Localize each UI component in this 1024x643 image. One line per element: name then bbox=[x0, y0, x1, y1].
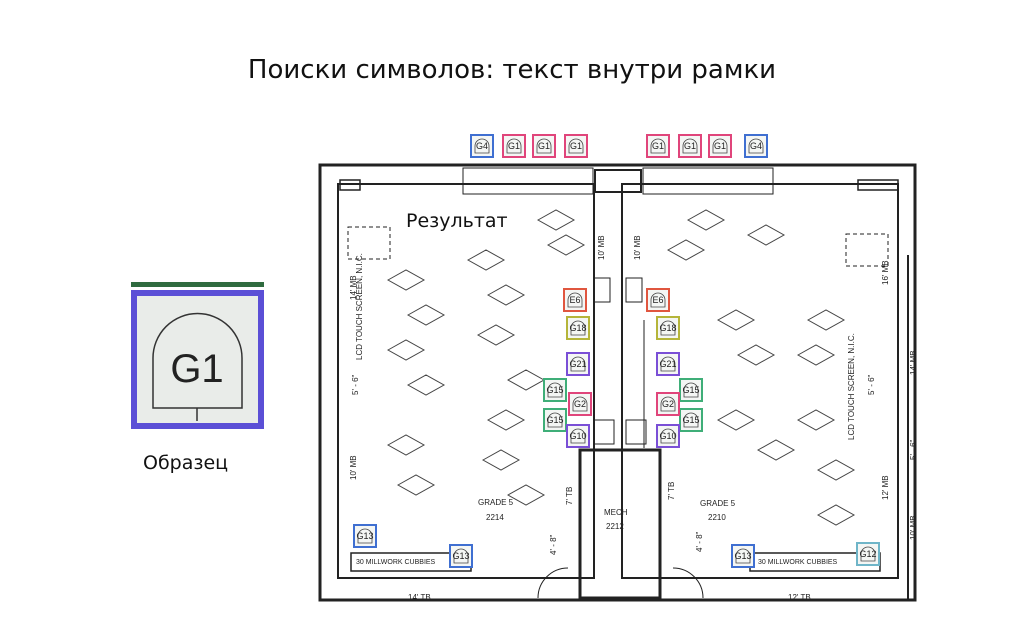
detected-symbol-text: G1 bbox=[537, 141, 550, 151]
detected-symbol-g18: G18 bbox=[566, 316, 590, 340]
dim-4-8-right: 4' - 8" bbox=[695, 531, 704, 552]
room-right-number: 2210 bbox=[708, 513, 726, 522]
mech-room bbox=[578, 448, 662, 600]
detected-symbol-text: G1 bbox=[507, 141, 520, 151]
detected-symbol-g1: G1 bbox=[646, 134, 670, 158]
detected-symbol-e6: E6 bbox=[646, 288, 670, 312]
detected-symbol-text: G1 bbox=[569, 141, 582, 151]
detected-symbol-text: G4 bbox=[475, 141, 488, 151]
detected-symbol-text: G10 bbox=[659, 431, 677, 441]
detected-symbol-text: G2 bbox=[573, 399, 586, 409]
detected-symbol-g18: G18 bbox=[656, 316, 680, 340]
detected-symbol-text: G4 bbox=[749, 141, 762, 151]
detected-symbol-text: G2 bbox=[661, 399, 674, 409]
detected-symbol-text: G21 bbox=[569, 359, 587, 369]
detected-symbol-text: G1 bbox=[651, 141, 664, 151]
detected-symbol-g15: G15 bbox=[679, 378, 703, 402]
room-left-number: 2214 bbox=[486, 513, 504, 522]
detected-symbol-text: G12 bbox=[859, 549, 877, 559]
mb-16-right: 16' MB bbox=[881, 260, 890, 285]
tb-14: 14' TB bbox=[408, 593, 431, 602]
mb-10-right: 10' MB bbox=[633, 235, 642, 260]
detected-symbol-text: G18 bbox=[659, 323, 677, 333]
detected-symbol-g15: G15 bbox=[679, 408, 703, 432]
mb-5-6-far: 5' - 6" bbox=[909, 439, 918, 460]
detected-symbol-text: G15 bbox=[682, 415, 700, 425]
page-title: Поиски символов: текст внутри рамки bbox=[247, 55, 777, 85]
dim-5-6-left: 5' - 6" bbox=[351, 374, 360, 395]
detected-symbol-g15: G15 bbox=[543, 408, 567, 432]
tb-7-left: 7' TB bbox=[565, 487, 574, 505]
detected-symbol-g2: G2 bbox=[568, 392, 592, 416]
mb-10-far: 10' MB bbox=[909, 515, 918, 540]
detected-symbol-g13: G13 bbox=[353, 524, 377, 548]
cubbies-right-label: 30 MILLWORK CUBBIES bbox=[758, 559, 838, 566]
detected-symbol-text: E6 bbox=[569, 295, 581, 305]
tb-7-right: 7' TB bbox=[667, 482, 676, 500]
detected-symbol-g1: G1 bbox=[678, 134, 702, 158]
detected-symbol-text: E6 bbox=[652, 295, 664, 305]
sample-top-bar bbox=[131, 282, 264, 287]
sample-symbol-text: G1 bbox=[170, 347, 223, 391]
lcd-right-label: LCD TOUCH SCREEN, N.I.C. bbox=[847, 333, 856, 440]
detected-symbol-text: G13 bbox=[734, 551, 752, 561]
outer-wall bbox=[318, 163, 917, 602]
detected-symbol-text: G18 bbox=[569, 323, 587, 333]
sample-symbol-shape: G1 bbox=[152, 312, 243, 421]
tb-12: 12' TB bbox=[788, 593, 811, 602]
detected-symbol-text: G15 bbox=[546, 415, 564, 425]
detected-symbol-g21: G21 bbox=[566, 352, 590, 376]
mb-14-left: 14' MB bbox=[349, 275, 358, 300]
detected-symbol-g2: G2 bbox=[656, 392, 680, 416]
detected-symbol-text: G21 bbox=[659, 359, 677, 369]
mb-14-far: 14' MB bbox=[909, 350, 918, 375]
dim-5-6-right: 5' - 6" bbox=[867, 374, 876, 395]
detected-symbol-text: G1 bbox=[713, 141, 726, 151]
room-left-label: GRADE 5 bbox=[478, 498, 514, 507]
mb-10-left: 10' MB bbox=[597, 235, 606, 260]
sample-symbol: G1 bbox=[131, 282, 264, 429]
detected-symbol-g1: G1 bbox=[564, 134, 588, 158]
detected-symbol-e6: E6 bbox=[563, 288, 587, 312]
detected-symbol-g4: G4 bbox=[744, 134, 768, 158]
mech-label: MECH bbox=[604, 508, 628, 517]
sample-frame: G1 bbox=[131, 290, 264, 429]
mb-10-lower-left: 10' MB bbox=[349, 455, 358, 480]
detected-symbol-text: G15 bbox=[682, 385, 700, 395]
dim-4-8-left: 4' - 8" bbox=[549, 534, 558, 555]
result-label: Результат bbox=[404, 210, 510, 232]
mb-12-right: 12' MB bbox=[881, 475, 890, 500]
detected-symbol-text: G13 bbox=[356, 531, 374, 541]
detected-symbol-g1: G1 bbox=[708, 134, 732, 158]
room-right-label: GRADE 5 bbox=[700, 499, 736, 508]
detected-symbol-g1: G1 bbox=[502, 134, 526, 158]
room-right-wall bbox=[621, 183, 899, 579]
detected-symbol-g15: G15 bbox=[543, 378, 567, 402]
detected-symbol-text: G13 bbox=[452, 551, 470, 561]
lcd-left-label: LCD TOUCH SCREEN, N.I.C. bbox=[355, 253, 364, 360]
detected-symbol-g13: G13 bbox=[449, 544, 473, 568]
detected-symbol-g1: G1 bbox=[532, 134, 556, 158]
detected-symbol-text: G15 bbox=[546, 385, 564, 395]
detected-symbol-g12: G12 bbox=[856, 542, 880, 566]
detected-symbol-text: G1 bbox=[683, 141, 696, 151]
floor-plan: GRADE 5 2214 GRADE 5 2210 MECH 2212 30 M… bbox=[318, 163, 918, 602]
detected-symbol-g10: G10 bbox=[566, 424, 590, 448]
detected-symbol-text: G10 bbox=[569, 431, 587, 441]
mech-number: 2212 bbox=[606, 522, 624, 531]
detected-symbol-g10: G10 bbox=[656, 424, 680, 448]
detected-symbol-g4: G4 bbox=[470, 134, 494, 158]
detected-symbol-g21: G21 bbox=[656, 352, 680, 376]
sample-label: Образец bbox=[143, 452, 229, 474]
detected-symbol-g13: G13 bbox=[731, 544, 755, 568]
cubbies-left-label: 30 MILLWORK CUBBIES bbox=[356, 559, 436, 566]
